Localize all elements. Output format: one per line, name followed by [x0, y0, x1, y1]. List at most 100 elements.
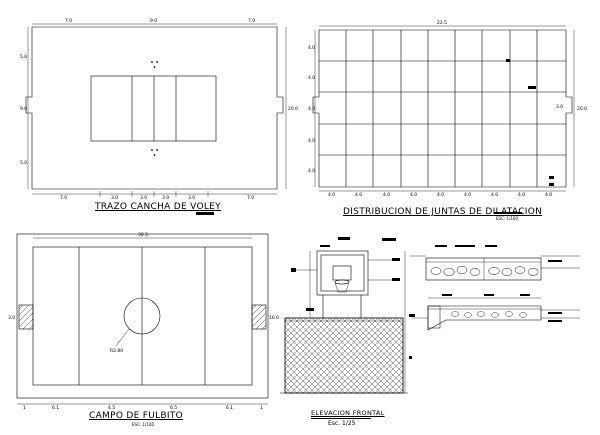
joints-dim-bottom-2: 4.0 [355, 192, 362, 198]
callout-marker [548, 312, 562, 314]
hatch-line [251, 304, 257, 310]
football-field-pitch [32, 246, 253, 386]
hatch-line [251, 306, 267, 322]
callout-marker [549, 183, 554, 186]
callout-marker [485, 245, 497, 247]
callout-marker [528, 86, 536, 89]
front-elevation-title: ELEVACION FRONTAL [311, 409, 385, 417]
detail-callout-markers [435, 245, 562, 322]
net-post-mark [156, 149, 158, 151]
hatch-line [28, 324, 34, 330]
joints-dim-bottom-8: 4.0 [518, 192, 525, 198]
joints-dim-left-1: 4.0 [308, 45, 315, 51]
volleyball-dim-bottom-5: 3.0 [188, 195, 195, 201]
aggregate-stone [430, 267, 442, 275]
callout-marker [549, 176, 554, 179]
joints-dim-bottom-9: 4.0 [545, 192, 552, 198]
joints-dim-bottom-1: 4.0 [328, 192, 335, 198]
slab-section-top [425, 257, 542, 281]
callout-marker [338, 237, 350, 240]
joints-dim-bottom-7: 4.0 [491, 192, 498, 198]
hatch-line [18, 304, 30, 316]
callout-marker [409, 356, 412, 359]
football-field-plan [16, 233, 269, 405]
volleyball-dim-bottom-2: 3.0 [111, 195, 118, 201]
volleyball-court-title: TRAZO CANCHA DE VOLEY [95, 202, 221, 212]
football-dim-bottom-2: 6.1 [52, 405, 59, 411]
front-elevation-scale: Esc. 1/25 [328, 420, 356, 427]
callout-marker [392, 258, 400, 261]
joint-section-detail-bottom [412, 297, 580, 331]
callout-marker [494, 212, 522, 214]
joints-dim-right-inner: 3.0 [556, 104, 563, 110]
football-dim-left: 3.0 [8, 315, 15, 321]
volleyball-dim-bottom-3: 3.0 [140, 195, 147, 201]
callout-marker [548, 260, 562, 262]
aggregate-stone [514, 266, 526, 274]
volleyball-dim-top-1: 7.0 [65, 18, 72, 24]
joint-section-detail-top [410, 255, 580, 281]
football-dim-right: 16.0 [269, 315, 279, 321]
joints-dim-right: 20.0 [577, 106, 587, 112]
football-dim-bottom-4: 6.5 [170, 405, 177, 411]
volleyball-net-post-marks [151, 61, 158, 156]
aggregate-stone [505, 311, 513, 317]
net-post-mark [156, 61, 158, 63]
hatch-line [251, 312, 267, 328]
callout-marker [320, 245, 330, 247]
joints-dim-bottom-3: 4.0 [383, 192, 390, 198]
curb-section [427, 305, 441, 329]
expansion-joints-plan [312, 25, 575, 192]
volleyball-dim-bottom-6: 7.0 [247, 195, 254, 201]
volleyball-court-outline [25, 26, 284, 190]
joints-dim-left-3: 4.0 [308, 106, 315, 112]
football-dim-bottom-1: 1 [23, 405, 26, 411]
aggregate-stone [469, 268, 481, 276]
aggregate-stone [477, 311, 485, 317]
front-elevation-basketball-stand [280, 250, 408, 394]
callout-marker [435, 245, 447, 247]
aggregate-stones-bottom [451, 311, 527, 318]
hatch-line [18, 312, 34, 328]
football-radius-label: R2.80 [110, 348, 123, 354]
volleyball-dim-right: 20.0 [288, 106, 298, 112]
volleyball-dim-left-1: 5.0 [20, 54, 27, 60]
backboard-outer [316, 250, 369, 296]
hatch-line [22, 318, 34, 330]
football-field-scale: ESC: 1/100 [132, 422, 155, 427]
expansion-joints-title: DISTRIBUCION DE JUNTAS DE DILATACION [343, 207, 543, 217]
callout-marker [455, 245, 475, 247]
backboard-inner [320, 254, 365, 292]
volleyball-dim-top-2: 9.0 [150, 18, 157, 24]
callout-marker [306, 308, 314, 311]
football-field-title: CAMPO DE FULBITO [89, 411, 184, 421]
net-post-mark [151, 61, 153, 63]
football-goal-right [251, 304, 267, 330]
volleyball-dim-bottom-4: 3.0 [162, 195, 169, 201]
aggregate-stone [491, 312, 499, 318]
aggregate-stone [451, 311, 459, 317]
joints-dim-left-5: 4.0 [308, 168, 315, 174]
joints-slab-outline [312, 29, 573, 188]
callout-marker [291, 268, 296, 272]
aggregate-stones-top [430, 265, 539, 277]
callout-marker [409, 314, 415, 317]
callout-marker [392, 278, 400, 281]
joints-callout-markers [494, 59, 554, 214]
hatch-line [18, 304, 24, 310]
joints-dim-bottom-6: 4.0 [464, 192, 471, 198]
aggregate-stone [464, 312, 472, 318]
aggregate-stone [456, 265, 468, 275]
slab-section-bottom [427, 305, 542, 331]
callout-marker [548, 320, 562, 322]
football-radius-leader [115, 328, 130, 347]
volleyball-dim-bottom-1: 7.0 [60, 195, 67, 201]
volleyball-dim-top-3: 7.0 [248, 18, 255, 24]
net-post-mark [153, 154, 156, 156]
football-dim-bottom-5: 6.1 [226, 405, 233, 411]
aggregate-stone [501, 267, 513, 277]
hatch-line [255, 318, 267, 330]
net-post-mark [153, 66, 156, 68]
callout-marker [382, 238, 396, 241]
